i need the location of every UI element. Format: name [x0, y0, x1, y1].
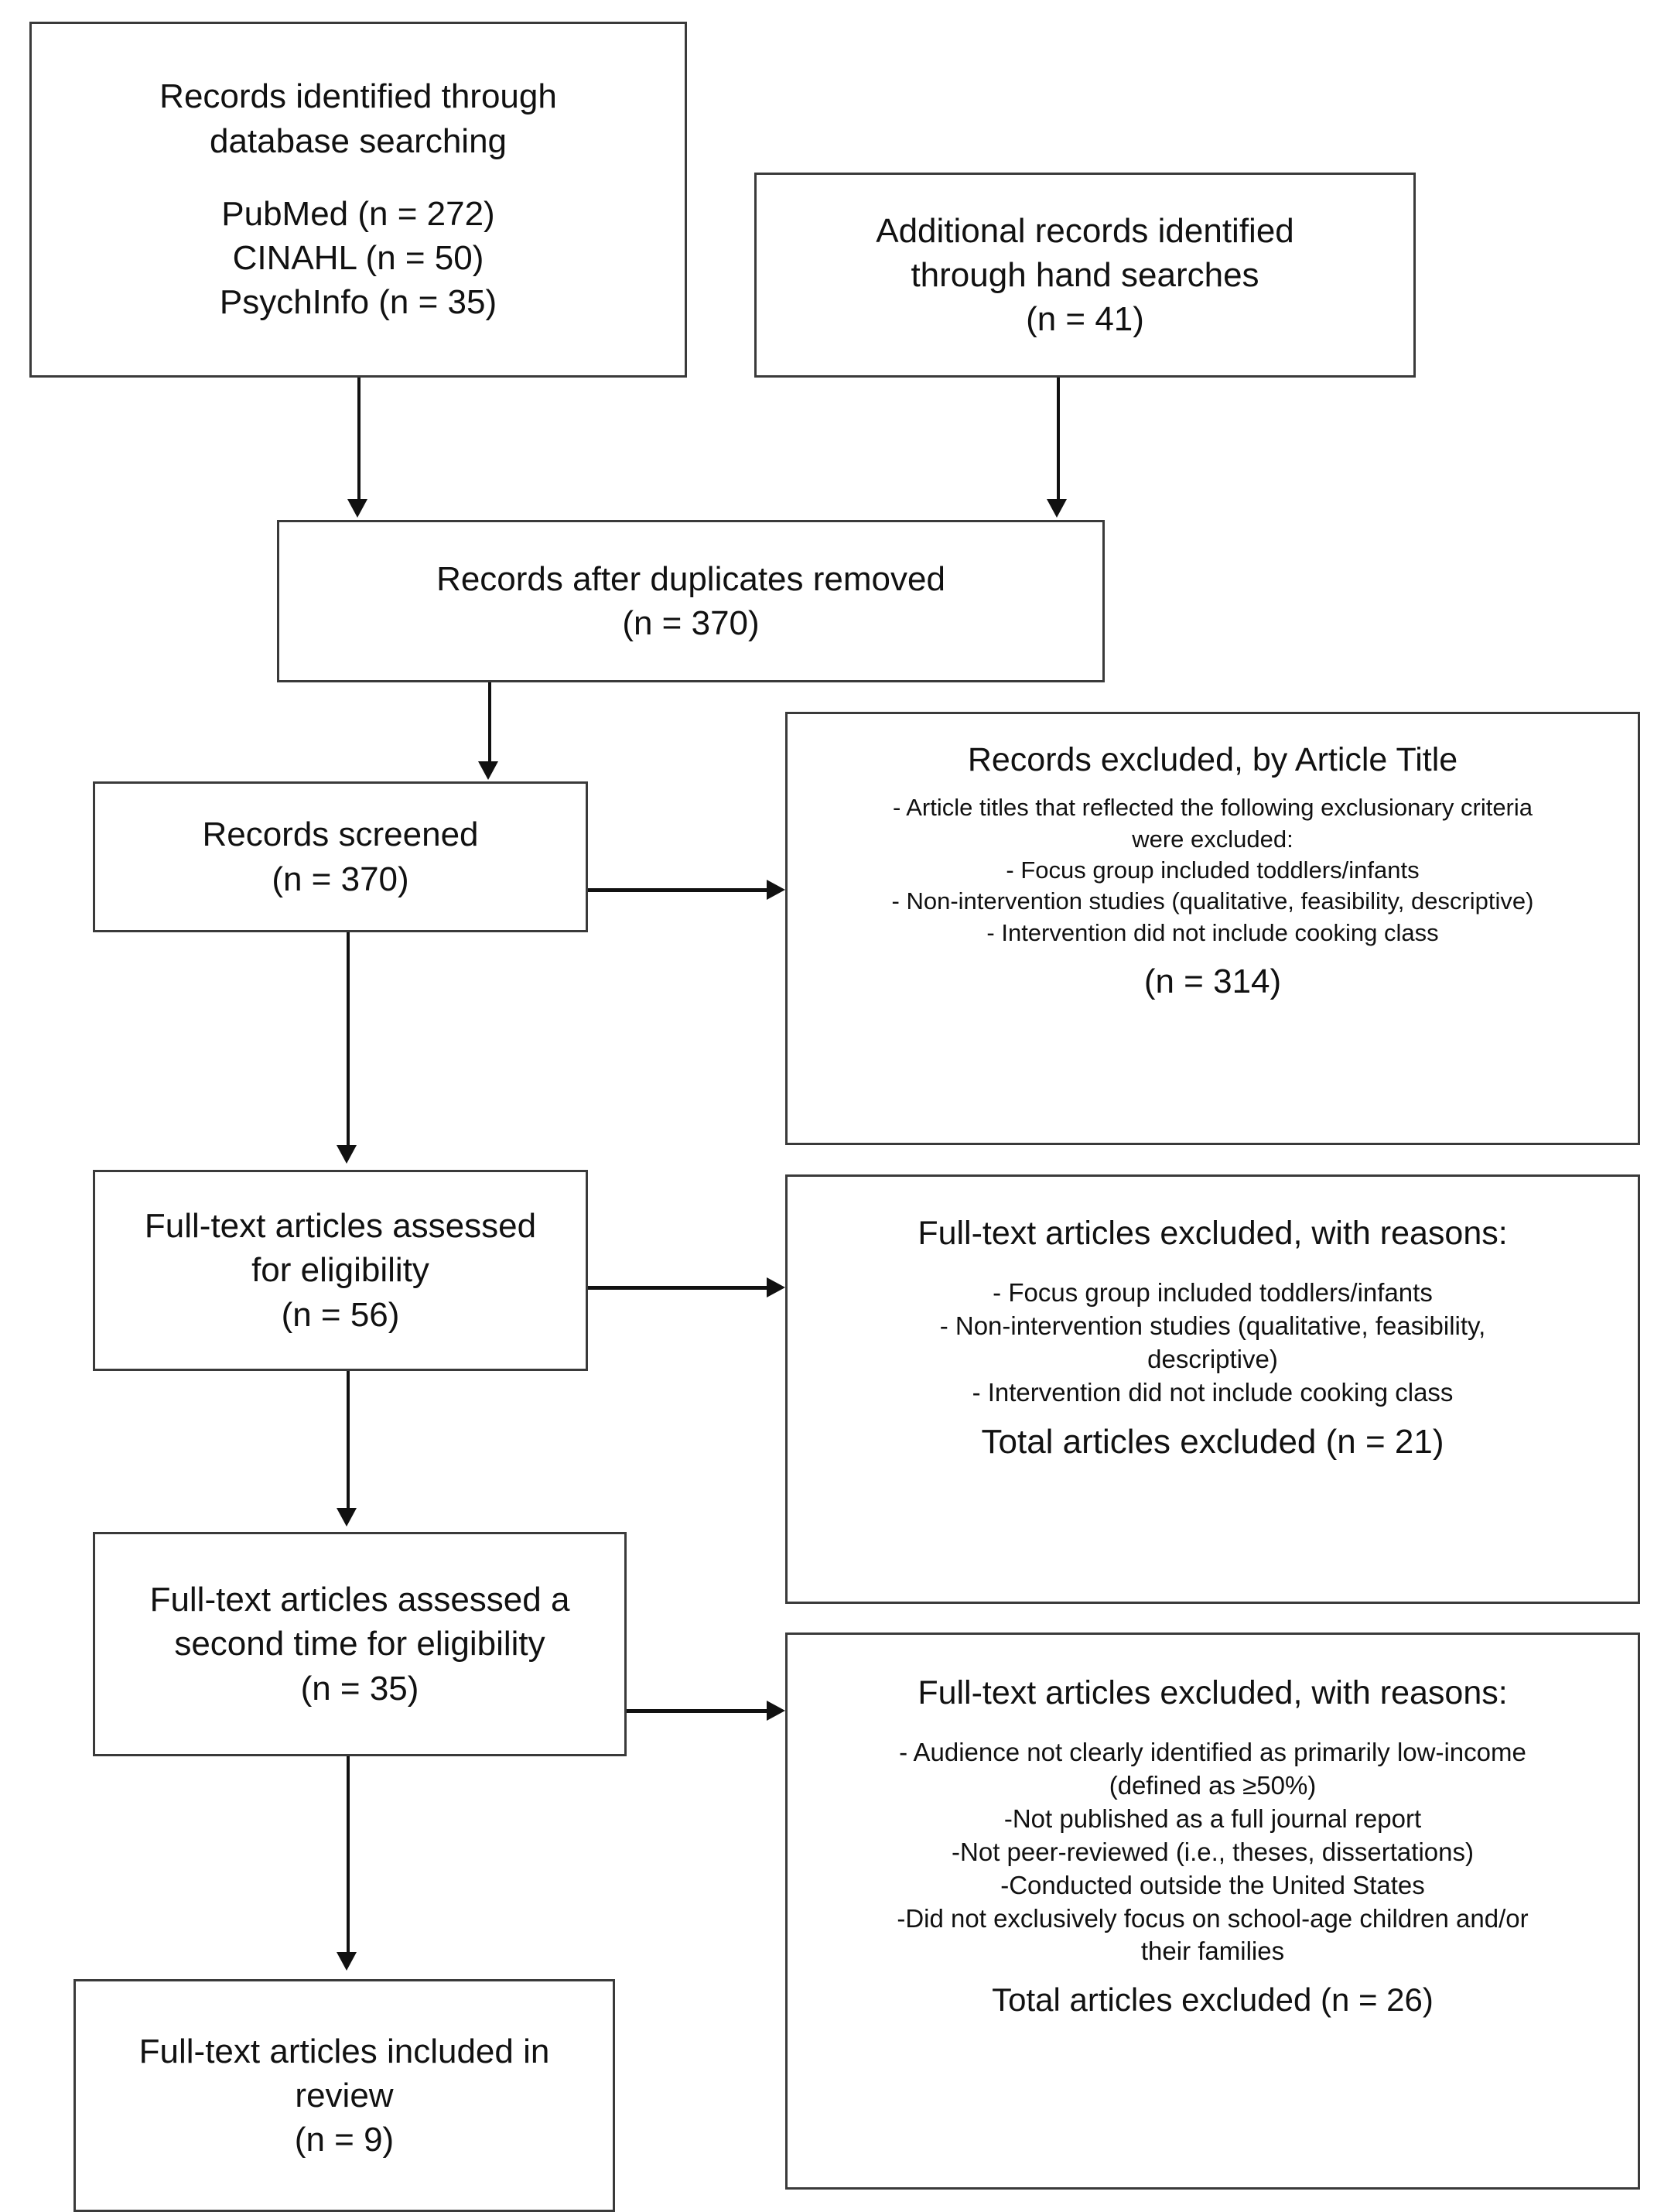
- excluded-by-title-count: (n = 314): [1143, 962, 1282, 1000]
- spacer: [798, 1715, 1627, 1726]
- fulltext-excluded-2-total: Total articles excluded (n = 26): [992, 1981, 1434, 2018]
- fulltext-assessed-count: (n = 56): [281, 1295, 400, 1334]
- fulltext-excluded-2-reason-2: (defined as ≥50%): [1109, 1770, 1317, 1800]
- arrowhead-duplicates-to-screened: [478, 761, 498, 780]
- arrowhead-database-to-duplicates: [347, 499, 367, 518]
- excluded-by-title-reason-3: - Focus group included toddlers/infants: [1006, 856, 1420, 884]
- excluded-by-title-reason-5: - Intervention did not include cooking c…: [986, 918, 1439, 946]
- fulltext-excluded-1-heading: Full-text articles excluded, with reason…: [918, 1215, 1508, 1252]
- records-identified-title-line2: database searching: [209, 121, 507, 160]
- records-screened-label: Records screened: [202, 815, 479, 854]
- connector-screened-to-fulltext-assessed: [347, 932, 350, 1147]
- included-in-review-count: (n = 9): [294, 2121, 395, 2159]
- connector-second-time-to-included: [347, 1756, 350, 1954]
- records-screened-count: (n = 370): [272, 860, 409, 898]
- connector-screened-to-excluded-title: [588, 888, 770, 892]
- connector-database-to-duplicates: [357, 378, 361, 501]
- node-fulltext-assessed-second-time: Full-text articles assessed a second tim…: [93, 1532, 627, 1756]
- spacer: [798, 1266, 1627, 1277]
- source-pubmed: PubMed (n = 272): [221, 195, 495, 234]
- arrowhead-screened-to-fulltext-assessed: [337, 1145, 357, 1164]
- fulltext-excluded-1-reason-2: - Non-intervention studies (qualitative,…: [939, 1311, 1486, 1340]
- fulltext-excluded-2-reason-4: -Not peer-reviewed (i.e., theses, disser…: [952, 1837, 1474, 1866]
- fulltext-assessed-line2: for eligibility: [251, 1251, 429, 1290]
- excluded-by-title-reason-1: - Article titles that reflected the foll…: [892, 794, 1533, 822]
- spacer: [43, 163, 674, 192]
- records-identified-title-line1: Records identified through: [159, 77, 557, 116]
- connector-assessed-to-second-time: [347, 1371, 350, 1510]
- arrowhead-second-time-to-excluded-2: [767, 1701, 785, 1721]
- fulltext-excluded-2-reason-3: -Not published as a full journal report: [1003, 1803, 1422, 1833]
- arrowhead-second-time-to-included: [337, 1952, 357, 1971]
- node-fulltext-included-in-review: Full-text articles included in review (n…: [73, 1979, 615, 2212]
- node-fulltext-assessed-eligibility: Full-text articles assessed for eligibil…: [93, 1170, 588, 1371]
- hand-searches-line1: Additional records identified: [876, 211, 1294, 250]
- fulltext-assessed-second-count: (n = 35): [300, 1669, 419, 1708]
- arrowhead-assessed-to-excluded-1: [767, 1277, 785, 1297]
- source-cinahl: CINAHL (n = 50): [232, 239, 484, 278]
- node-records-after-duplicates-removed: Records after duplicates removed (n = 37…: [277, 520, 1105, 682]
- connector-hand-searches-to-duplicates: [1057, 378, 1060, 501]
- included-in-review-line1: Full-text articles included in: [138, 2032, 550, 2070]
- arrowhead-hand-searches-to-duplicates: [1047, 499, 1067, 518]
- excluded-by-title-reason-4: - Non-intervention studies (qualitative,…: [891, 887, 1534, 915]
- source-psychinfo: PsychInfo (n = 35): [219, 283, 497, 322]
- spacer: [798, 1725, 1627, 1736]
- fulltext-excluded-2-reason-7: their families: [1140, 1937, 1285, 1966]
- fulltext-excluded-1-reason-3: descriptive): [1147, 1344, 1278, 1373]
- arrowhead-assessed-to-second-time: [337, 1508, 357, 1527]
- spacer: [798, 949, 1627, 959]
- spacer: [798, 1410, 1627, 1421]
- fulltext-excluded-2-reason-5: -Conducted outside the United States: [1000, 1870, 1425, 1899]
- duplicates-removed-label: Records after duplicates removed: [436, 559, 945, 598]
- fulltext-excluded-2-reason-1: - Audience not clearly identified as pri…: [899, 1738, 1526, 1767]
- included-in-review-line2: review: [295, 2076, 394, 2115]
- excluded-by-title-heading: Records excluded, by Article Title: [967, 741, 1458, 778]
- spacer: [798, 1256, 1627, 1267]
- connector-second-time-to-excluded-2: [627, 1709, 770, 1713]
- fulltext-excluded-1-total: Total articles excluded (n = 21): [981, 1423, 1444, 1462]
- fulltext-assessed-line1: Full-text articles assessed: [144, 1207, 537, 1246]
- connector-duplicates-to-screened: [488, 682, 491, 764]
- node-records-excluded-by-title: Records excluded, by Article Title - Art…: [785, 712, 1640, 1145]
- fulltext-excluded-2-heading: Full-text articles excluded, with reason…: [918, 1674, 1508, 1711]
- node-records-screened: Records screened (n = 370): [93, 781, 588, 932]
- hand-searches-count: (n = 41): [1026, 300, 1144, 339]
- duplicates-removed-count: (n = 370): [622, 604, 760, 642]
- spacer: [798, 782, 1627, 793]
- fulltext-excluded-1-reason-1: - Focus group included toddlers/infants: [993, 1278, 1433, 1308]
- node-additional-records-hand-searches: Additional records identified through ha…: [754, 173, 1416, 378]
- node-fulltext-excluded-reasons-1: Full-text articles excluded, with reason…: [785, 1174, 1640, 1604]
- fulltext-excluded-1-reason-4: - Intervention did not include cooking c…: [972, 1377, 1454, 1407]
- arrowhead-screened-to-excluded-title: [767, 880, 785, 900]
- node-records-identified-database: Records identified through database sear…: [29, 22, 687, 378]
- spacer: [798, 1968, 1627, 1979]
- hand-searches-line2: through hand searches: [911, 255, 1259, 294]
- fulltext-assessed-second-line1: Full-text articles assessed a: [149, 1581, 570, 1619]
- fulltext-excluded-2-reason-6: -Did not exclusively focus on school-age…: [897, 1903, 1529, 1933]
- excluded-by-title-reason-2: were excluded:: [1132, 825, 1293, 853]
- fulltext-assessed-second-line2: second time for eligibility: [174, 1625, 545, 1663]
- connector-assessed-to-excluded-1: [588, 1286, 770, 1290]
- node-fulltext-excluded-reasons-2: Full-text articles excluded, with reason…: [785, 1633, 1640, 2190]
